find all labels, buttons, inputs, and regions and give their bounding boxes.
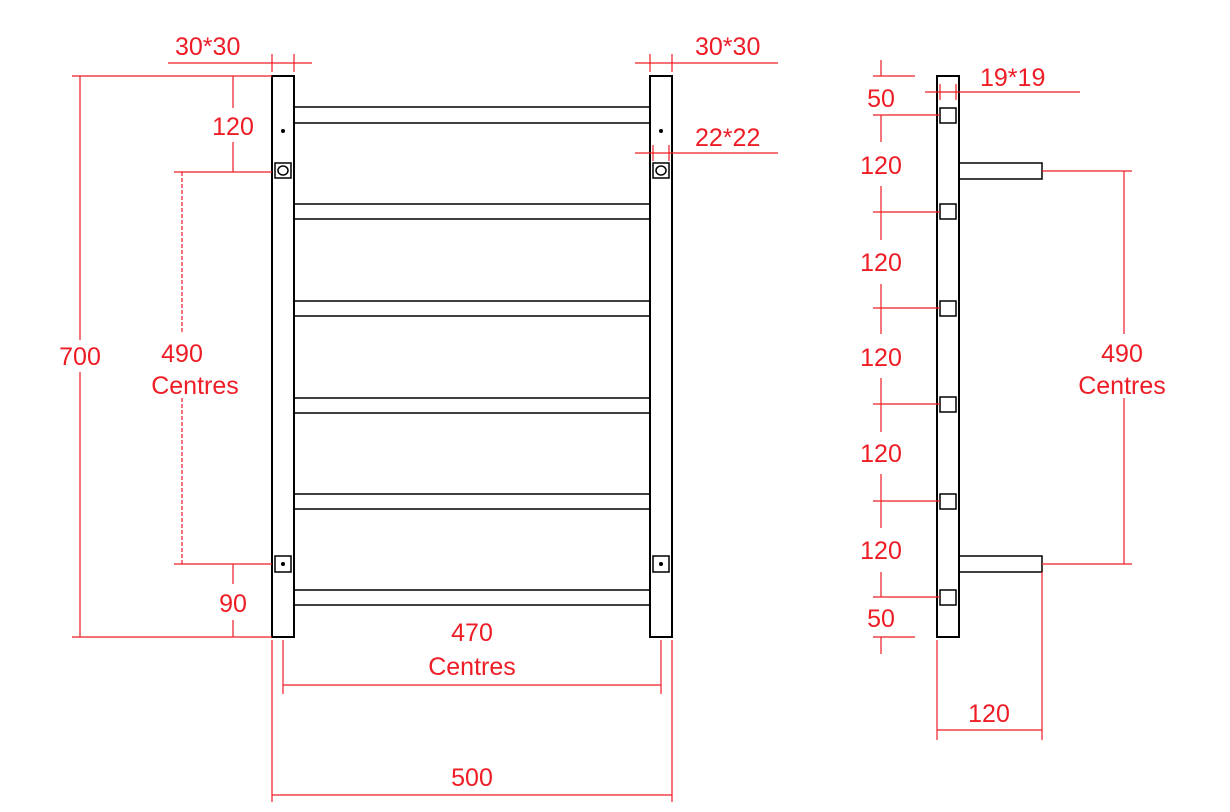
rail-section [939,589,957,606]
rail [293,589,651,606]
front-dimensions: 30*30 30*30 22*22 700 120 490 Centres 90 [59,33,778,802]
top-offset-label: 120 [212,113,254,141]
rail [293,106,651,124]
rail [293,203,651,220]
rail-spacing-label: 120 [860,537,902,565]
bracket-hole [655,165,667,176]
stile-centres-word: Centres [428,653,516,681]
rail-size-label: 19*19 [980,64,1045,92]
wall-bracket-arm [958,555,1043,573]
rail-spacing-label: 120 [860,249,902,277]
rail [293,493,651,510]
wall-bracket-arm [958,162,1043,180]
rail [293,300,651,317]
screw-hole [659,562,663,566]
rail-spacing-label: 120 [860,440,902,468]
stile-centres-value: 470 [451,619,493,647]
rails [293,106,651,606]
rail-section [939,300,957,317]
front-centres-value: 490 [161,340,203,368]
wall-bracket [652,555,670,573]
rail-section [939,107,957,124]
front-centres-word: Centres [151,372,239,400]
side-view [936,75,1043,638]
rail [293,397,651,414]
screw-hole [281,562,285,566]
wall-bracket [274,555,292,573]
right-stile-size-label: 30*30 [695,33,760,61]
rail-spacing-label: 120 [860,344,902,372]
screw-hole [281,129,285,133]
overall-height-label: 700 [59,343,101,371]
projection-label: 120 [968,700,1010,728]
side-stile [936,75,960,638]
rail-section [939,203,957,220]
side-dimensions: 19*19 50 120 120 120 120 120 50 490 Cent… [860,60,1166,740]
left-stile [271,75,295,638]
wall-bracket [274,162,292,179]
front-view [271,75,673,638]
rail-spacing-label: 120 [860,152,902,180]
screw-hole [659,129,663,133]
side-centres-value: 490 [1101,340,1143,368]
side-centres-word: Centres [1078,372,1166,400]
bracket-hole [277,165,289,176]
overall-width-label: 500 [451,764,493,792]
left-stile-size-label: 30*30 [175,33,240,61]
bottom-gap-label: 50 [867,605,895,633]
bottom-offset-label: 90 [219,590,247,618]
rail-section [939,493,957,510]
rail-section [939,396,957,413]
right-stile [649,75,673,638]
wall-bracket [652,162,670,179]
bracket-size-label: 22*22 [695,124,760,152]
top-gap-label: 50 [867,85,895,113]
